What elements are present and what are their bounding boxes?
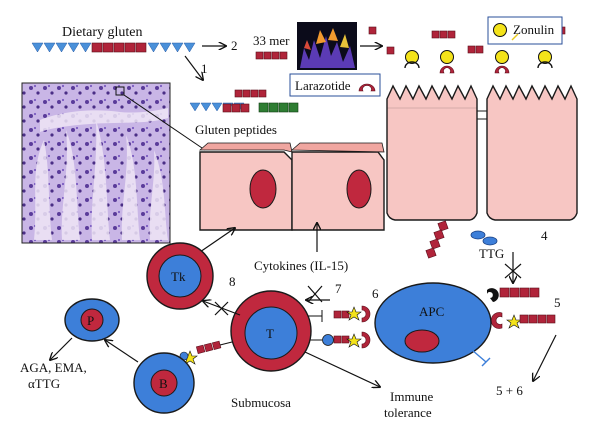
submucosa-label: Submucosa (231, 395, 291, 410)
larazotide-icon (358, 83, 376, 92)
immune-line2-label: tolerance (384, 405, 432, 420)
step4-label: 4 (541, 228, 548, 243)
zonulin-receptors (404, 50, 553, 74)
peptide-hla-right (490, 312, 556, 329)
apc-label: APC (419, 304, 444, 319)
step5-label: 5 (554, 295, 561, 310)
zonulin-label: Zonulin (513, 22, 555, 37)
gluten-blue-triangles-right (147, 42, 196, 53)
peptide-presented-apc (306, 305, 371, 349)
gluten-peptides-group: Gluten peptides (189, 89, 299, 137)
b-cell: B (133, 352, 195, 414)
antibodies-line2-label: αTTG (28, 376, 60, 391)
arrow-p-to-antibodies (50, 337, 73, 360)
block-mark-step4-b (504, 263, 522, 279)
cytokines-label: Cytokines (IL-15) (254, 258, 348, 273)
zonulin-pointer (511, 33, 519, 41)
ttg-label: TTG (479, 246, 504, 261)
apc-cell: APC (374, 282, 492, 367)
receptor-black-top (487, 288, 499, 302)
t-cell: T (230, 290, 312, 372)
tall-enterocyte-left (386, 84, 478, 221)
gluten-peptides-label: Gluten peptides (195, 122, 277, 137)
step7-label: 7 (335, 281, 342, 296)
step2-label: 2 (231, 38, 238, 53)
zoom-line-1 (123, 94, 206, 151)
step56-label: 5 + 6 (496, 383, 523, 398)
b-cell-label: B (159, 376, 168, 391)
zoom-box (115, 86, 125, 96)
t-cell-label: T (266, 326, 274, 341)
ttg-enzyme: TTG (470, 230, 504, 261)
enterocyte-right (290, 142, 385, 231)
antibodies-line1-label: AGA, EMA, (20, 360, 87, 375)
arrow-step1 (184, 55, 203, 80)
larazotide-legend: Larazotide (289, 73, 381, 97)
gluten-chain (31, 42, 196, 53)
immune-line1-label: Immune (390, 389, 434, 404)
arrow-immune-tolerance (304, 351, 380, 387)
mer33-label: 33 mer (253, 33, 290, 48)
peptide-red-mid (222, 103, 250, 113)
block-mark-step8-b (214, 301, 229, 316)
step1-label: 1 (201, 61, 208, 76)
gluten-red-blocks (91, 42, 147, 53)
peptide-b-to-t (179, 340, 233, 365)
zonulin-legend: Zonulin (487, 16, 563, 45)
mer33-peptide (255, 51, 288, 60)
step6-label: 6 (372, 286, 379, 301)
tk-cell-label: Tk (171, 269, 186, 284)
paracellular-peptide (425, 220, 449, 259)
larazotide-label: Larazotide (295, 78, 351, 93)
gluten-blue-triangles-left (31, 42, 92, 53)
peptide-red-small (234, 89, 267, 98)
crypt-pattern (34, 108, 168, 240)
peptide-near-apc-top (499, 287, 540, 298)
zonulin-icon (493, 23, 507, 37)
block-mark-step7-b (307, 285, 323, 303)
enterocyte-left (198, 142, 293, 231)
arrow-tk-to-epithelium (199, 228, 235, 253)
peptide-green-blocks (258, 102, 299, 113)
tall-enterocyte-right (486, 84, 578, 221)
arrow-step56 (533, 334, 557, 381)
arrow-b-to-p (105, 340, 139, 363)
apc-inhibit-line (471, 349, 487, 363)
histology-micrograph (21, 82, 206, 244)
dietary-gluten-label: Dietary gluten (62, 25, 142, 40)
tk-cell: Tk (146, 242, 214, 310)
apc-inhibit-bar (481, 357, 491, 367)
plasma-cell: P (64, 298, 120, 342)
p-cell-label: P (87, 313, 94, 328)
tight-junction (477, 110, 487, 120)
step8-label: 8 (229, 274, 236, 289)
villi-micrograph-inset (297, 22, 357, 70)
